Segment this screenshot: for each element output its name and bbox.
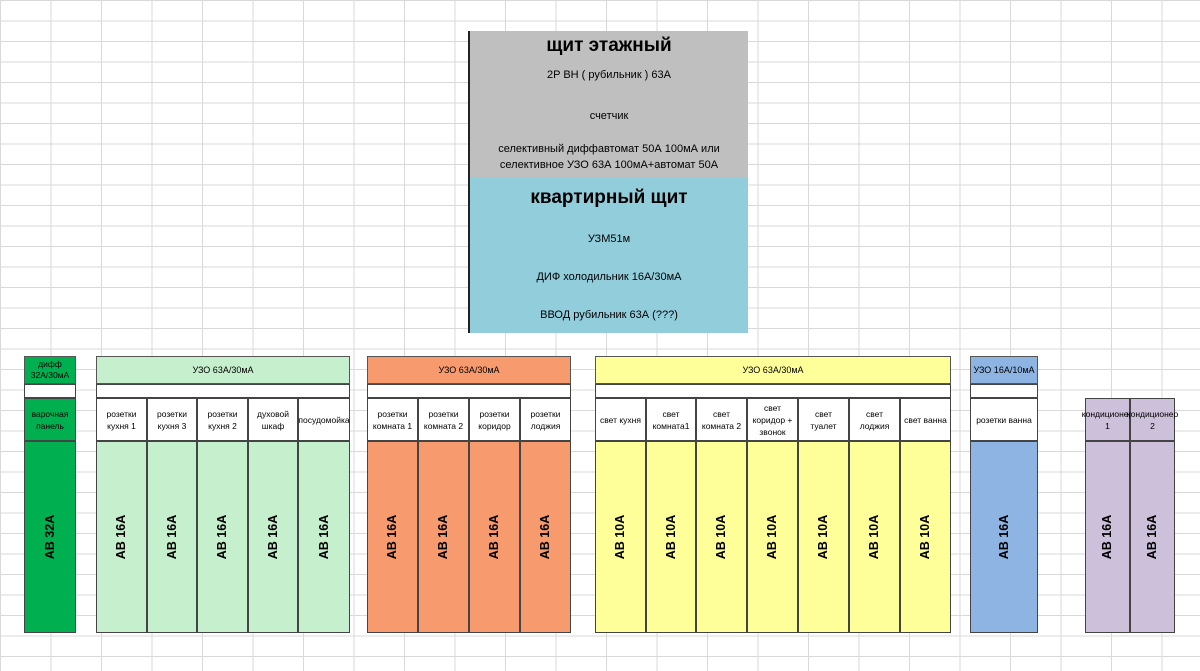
breaker-rating: АВ 16А (997, 514, 1011, 560)
apartment-panel: квартирный щит УЗМ51м ДИФ холодильник 16… (468, 177, 748, 333)
breaker-rating: АВ 16А (215, 514, 230, 560)
separator-row (367, 384, 571, 398)
breaker-rating: АВ 10А (765, 514, 780, 560)
breaker-rating: АВ 16А (317, 514, 331, 560)
floor-panel-item: 2P ВН ( рубильник ) 63А (547, 69, 671, 81)
apartment-panel-item: ДИФ холодильник 16А/30мА (536, 271, 682, 283)
circuit-label: духовой шкаф (248, 398, 298, 441)
breaker-cell: АВ 10А (747, 441, 798, 633)
separator-row (24, 384, 76, 398)
circuit-label: свет кухня (595, 398, 646, 441)
circuit-label: свет комната1 (646, 398, 696, 441)
rcd-header: УЗО 63А/30мА (367, 356, 571, 384)
breaker-rating: АВ 16А (436, 514, 451, 560)
breaker-cell: АВ 10А (900, 441, 951, 633)
circuit-label: свет ванна (900, 398, 951, 441)
separator-row (96, 384, 350, 398)
rcd-header: УЗО 16А/10мА (970, 356, 1038, 384)
rcd-header: УЗО 63А/30мА (96, 356, 350, 384)
rcd-header: дифф 32А/30мА (24, 356, 76, 384)
breaker-rating: АВ 16А (487, 514, 502, 560)
breaker-cell: АВ 16А (1085, 441, 1130, 633)
circuit-label: кондиционер 1 (1082, 398, 1133, 441)
floor-panel-item: селективный диффавтомат 50А 100мА или (498, 143, 720, 155)
breaker-cell: АВ 16А (418, 441, 469, 633)
breaker-cell: АВ 10А (798, 441, 849, 633)
breaker-cell: АВ 10А (646, 441, 696, 633)
breaker-rating: АВ 10А (664, 514, 678, 560)
breaker-cell: АВ 16А (96, 441, 147, 633)
circuit-label: розетки лоджия (520, 398, 571, 441)
breaker-rating: АВ 16А (266, 514, 280, 560)
breaker-cell: АВ 16А (520, 441, 571, 633)
breaker-cell: АВ 10А (696, 441, 747, 633)
breaker-cell: АВ 10А (849, 441, 900, 633)
floor-panel-item: счетчик (589, 110, 629, 122)
circuit-label: свет лоджия (849, 398, 900, 441)
circuit-label: розетки кухня 2 (197, 398, 248, 441)
breaker-rating: АВ 10А (613, 514, 628, 560)
circuit-label: розетки кухня 3 (147, 398, 197, 441)
breaker-rating: АВ 10А (867, 514, 882, 560)
circuit-label: свет комната 2 (696, 398, 747, 441)
floor-panel-title: щит этажный (546, 35, 672, 56)
separator-row (595, 384, 951, 398)
rcd-header: УЗО 63А/30мА (595, 356, 951, 384)
breaker-rating: АВ 16А (1145, 514, 1160, 560)
breaker-rating: АВ 32А (43, 514, 57, 560)
breaker-cell: АВ 32А (24, 441, 76, 633)
breaker-rating: АВ 16А (538, 514, 553, 560)
circuit-label: розетки коридор (469, 398, 520, 441)
breaker-cell: АВ 16А (970, 441, 1038, 633)
circuit-label: варочная панель (24, 398, 76, 441)
apartment-panel-item: УЗМ51м (587, 233, 631, 245)
breaker-cell: АВ 10А (595, 441, 646, 633)
breaker-cell: АВ 16А (248, 441, 298, 633)
circuit-label: розетки ванна (970, 398, 1038, 441)
circuit-label: кондиционер 2 (1127, 398, 1178, 441)
separator-row (970, 384, 1038, 398)
breaker-rating: АВ 10А (816, 514, 831, 560)
apartment-panel-item: ВВОД рубильник 63А (???) (540, 309, 678, 321)
circuit-label: розетки комната 1 (367, 398, 418, 441)
apartment-panel-title: квартирный щит (530, 187, 688, 208)
breaker-cell: АВ 16А (469, 441, 520, 633)
floor-panel-item: селективное УЗО 63А 100мА+автомат 50А (499, 159, 719, 171)
breaker-cell: АВ 16А (197, 441, 248, 633)
breaker-cell: АВ 16А (147, 441, 197, 633)
circuit-label: свет туалет (798, 398, 849, 441)
floor-panel: щит этажный 2P ВН ( рубильник ) 63А счет… (468, 31, 748, 177)
breaker-cell: АВ 16А (367, 441, 418, 633)
breaker-rating: АВ 16А (385, 514, 400, 560)
breaker-rating: АВ 16А (165, 514, 179, 560)
breaker-rating: АВ 10А (918, 514, 933, 560)
breaker-rating: АВ 16А (1100, 514, 1115, 560)
circuit-label: розетки комната 2 (418, 398, 469, 441)
breaker-cell: АВ 16А (1130, 441, 1175, 633)
circuit-label: свет коридор + звонок (747, 398, 798, 441)
breaker-rating: АВ 16А (114, 514, 129, 560)
circuit-label: розетки кухня 1 (96, 398, 147, 441)
breaker-rating: АВ 10А (714, 514, 729, 560)
breaker-cell: АВ 16А (298, 441, 350, 633)
circuit-label: посудомойка (298, 398, 350, 441)
